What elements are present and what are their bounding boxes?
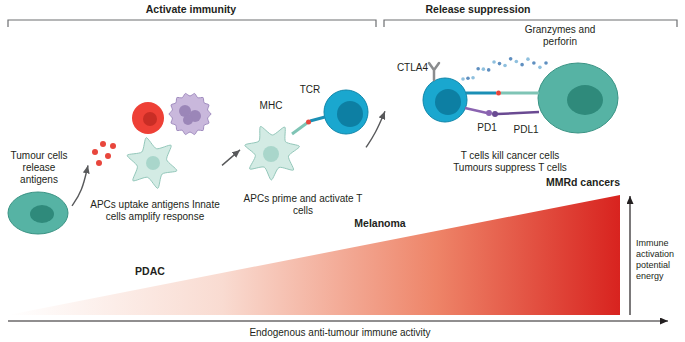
molecule-label: TCR [296, 84, 324, 96]
granzyme-dot [482, 67, 486, 71]
t-cell [324, 90, 368, 134]
antigen-dot [96, 160, 102, 166]
stage-group: Tumour cells release antigens [6, 150, 72, 240]
antigen-dot [100, 141, 106, 147]
cell-nucleus [337, 101, 363, 127]
granzyme-dot [466, 76, 470, 80]
granzyme-dot [461, 77, 465, 81]
stage-caption: APCs uptake antigens Innate cells amplif… [88, 199, 222, 223]
antigen-dot [105, 153, 111, 159]
cancer-type-label: MMRd cancers [526, 176, 620, 188]
molecule-label: PD1 [474, 122, 500, 134]
molecule-label: CTLA4 [388, 62, 428, 74]
mhc-molecule [292, 123, 307, 134]
antigen-dot [92, 149, 98, 155]
antigen-dot [110, 143, 116, 149]
antigen-presenting-cell [127, 138, 177, 189]
cancer-type-label: PDAC [120, 265, 180, 277]
granzyme-dot [503, 64, 507, 68]
cell-nucleus [263, 146, 279, 162]
tcr-molecule [310, 117, 325, 121]
molecule-label: MHC [256, 100, 286, 112]
cancer-type-label: Melanoma [340, 217, 420, 229]
granzyme-dot [544, 61, 548, 65]
pd1-receptor [465, 108, 487, 113]
granzyme-dot [498, 62, 502, 66]
ctla4-receptor [429, 63, 439, 80]
cell-nucleus [567, 85, 603, 115]
stage-group: T cells kill cancer cells Tumours suppre… [385, 60, 635, 174]
section-bracket [8, 20, 376, 27]
flow-arrow [366, 111, 385, 147]
y-axis-arrow [629, 196, 630, 315]
cell-nucleus [146, 156, 160, 170]
activity-gradient-wedge [8, 195, 620, 315]
pd1-receptor [486, 110, 492, 116]
cell-nucleus [435, 89, 461, 115]
granzyme-dot [487, 68, 491, 72]
pdl1-ligand [492, 111, 498, 117]
peptide [496, 91, 501, 96]
stage-group: APCs prime and activate T cells [240, 95, 366, 217]
t-cell [423, 78, 467, 122]
flow-arrow [222, 150, 240, 166]
cell-nucleus [143, 112, 157, 126]
stage-caption: APCs prime and activate T cells [240, 193, 366, 217]
molecule-label: PDL1 [510, 124, 542, 136]
granzyme-dot [526, 57, 530, 61]
mhc-molecule [501, 92, 539, 95]
granzyme-dot [520, 63, 524, 67]
granzyme-dot [509, 57, 513, 61]
section-header: Activate immunity [116, 3, 266, 15]
flow-arrow [72, 165, 88, 205]
granule-group [461, 57, 548, 81]
stage-caption: T cells kill cancer cells Tumours suppre… [440, 150, 580, 174]
cell-nucleus [183, 115, 193, 125]
stage-group: APCs uptake antigens Innate cells amplif… [88, 95, 222, 223]
axis-label: Immune activation potential energy [636, 238, 682, 282]
tumour-cell [8, 192, 68, 234]
granzyme-dot [532, 61, 536, 65]
innate-cell [169, 94, 211, 135]
granzyme-dot [476, 67, 480, 71]
section-header: Release suppression [403, 3, 553, 15]
antigen-presenting-cell [245, 126, 300, 180]
tumour-cell [538, 63, 618, 133]
pdl1-ligand [497, 112, 539, 114]
process-label: Granzymes and perforin [518, 24, 602, 48]
tcr-molecule [466, 92, 496, 95]
granzyme-dot [492, 60, 496, 64]
peptide [306, 120, 311, 125]
cell-group [127, 94, 299, 189]
granzyme-dot [515, 60, 519, 64]
granzyme-dot [538, 66, 542, 70]
stage-caption: Tumour cells release antigens [6, 150, 72, 186]
innate-cell [132, 102, 164, 134]
axis-label: Endogenous anti-tumour immune activity [140, 327, 540, 339]
x-axis-arrow [8, 320, 668, 321]
granzyme-dot [471, 76, 475, 80]
cell-nucleus [30, 205, 54, 223]
